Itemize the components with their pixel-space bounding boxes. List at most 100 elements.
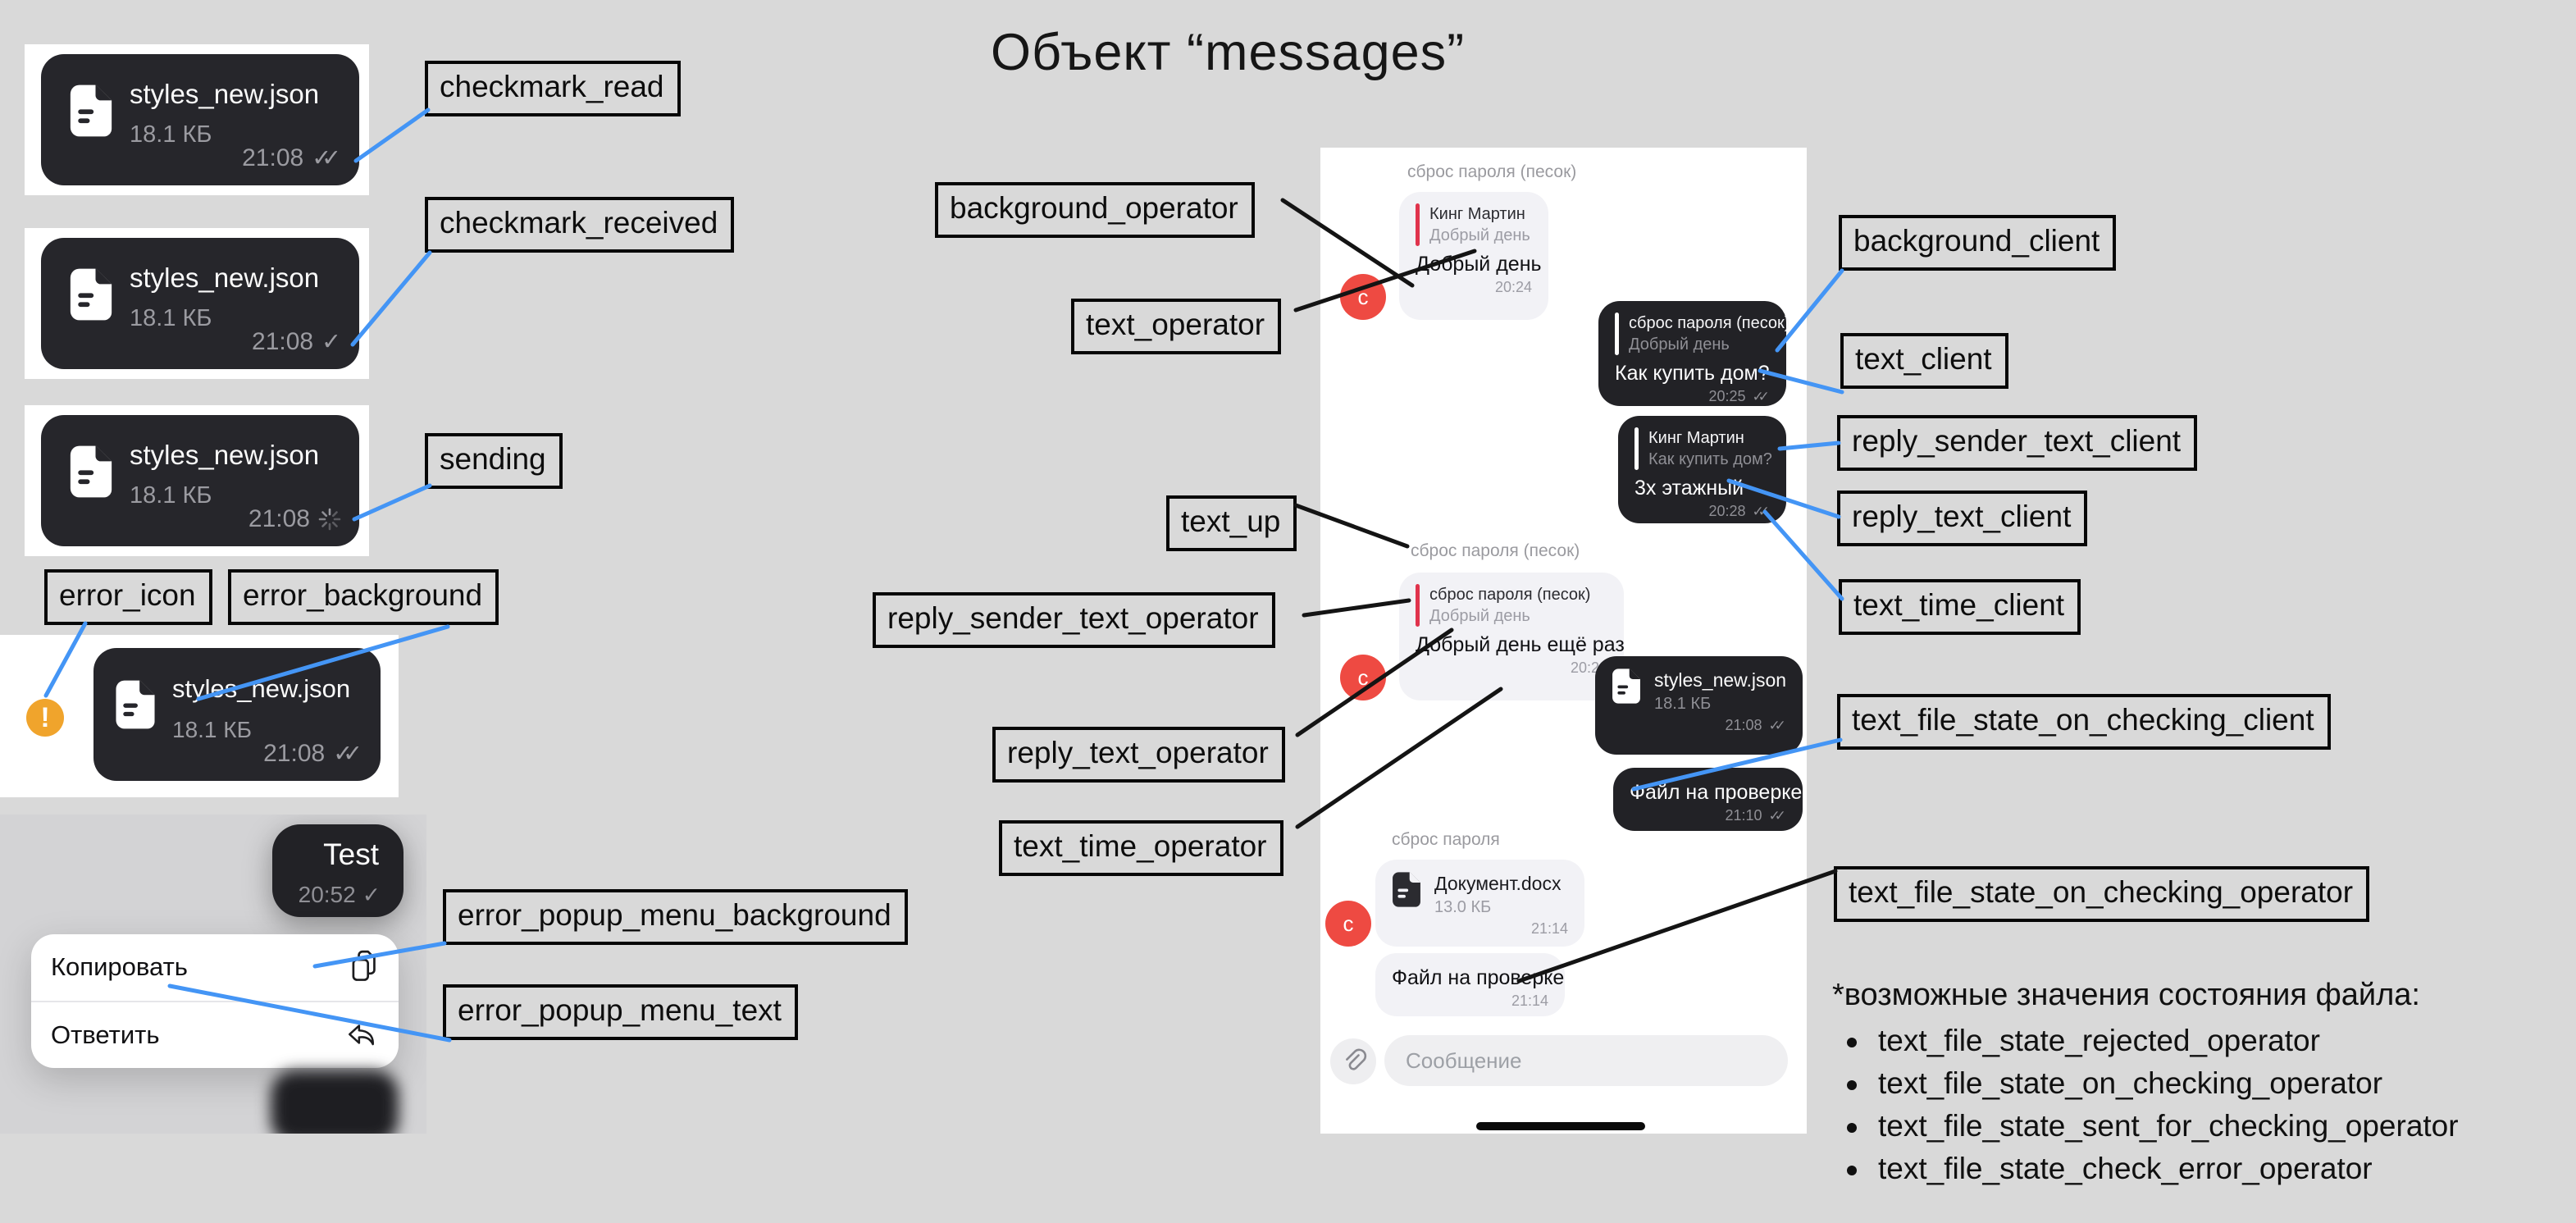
message-text: Добрый день ещё раз [1416,633,1625,656]
reply-sender: сброс пароля (песок) [1629,314,1790,332]
reply-sender: Кинг Мартин [1429,205,1525,223]
note-item: text_file_state_on_checking_operator [1847,1066,2382,1101]
client-file-state-bubble[interactable]: Файл на проверке 21:10 ✓✓ [1613,768,1803,831]
page-title: Объект “messages” [991,24,1466,81]
file-size: 18.1 КБ [130,121,212,148]
menu-item-copy[interactable]: Копировать [31,934,399,1000]
file-name: styles_new.json [130,79,320,109]
checkmark-read-icon: ✓✓ [333,741,362,767]
reply-text: Как купить дом? [1648,450,1772,468]
attach-file-button[interactable] [1330,1038,1376,1084]
bullet-icon [1847,1038,1857,1048]
checkmark-read-icon: ✓✓ [1752,388,1771,404]
message-time: 20:25 [1708,388,1746,404]
message-time: 21:08 [248,505,310,532]
menu-item-label: Ответить [51,1020,160,1049]
file-message-bubble[interactable]: styles_new.json 18.1 КБ 21:08 ✓ [41,238,359,369]
error-popup-panel: Test 20:52 ✓ Копировать Ответить [0,815,426,1134]
file-state-text: Файл на проверке [1392,966,1565,989]
reply-text: Добрый день [1429,226,1530,244]
chat-topic-header: сброс пароля [1392,830,1500,849]
operator-message-bubble[interactable]: сброс пароля (песок) Добрый день Добрый … [1399,573,1625,700]
label-checkmark-received: checkmark_received [425,197,735,253]
error-message-bubble[interactable]: Test 20:52 ✓ [272,824,403,917]
reply-arrow-icon [344,1019,379,1052]
message-time: 21:10 [1725,807,1762,824]
file-size: 18.1 КБ [130,482,212,509]
operator-file-message-bubble[interactable]: Документ.docx 13.0 КБ 21:14 [1375,860,1584,947]
file-message-bubble[interactable]: styles_new.json 18.1 КБ 21:08 ✓✓ [41,54,359,185]
message-time: 21:08 [252,328,314,355]
label-text-time-client: text_time_client [1839,579,2081,635]
note-item: text_file_state_check_error_operator [1847,1152,2373,1186]
reply-accent-bar [1416,203,1420,246]
message-time: 21:14 [1511,993,1548,1009]
message-time: 21:08 [263,740,326,767]
label-reply-text-client: reply_text_client [1837,491,2088,546]
menu-item-label: Копировать [51,952,188,981]
document-icon [69,84,113,138]
reply-text: Добрый день [1429,607,1530,625]
message-input[interactable] [1384,1035,1788,1086]
reply-quote: Кинг Мартин Добрый день [1416,203,1532,246]
file-message-bubble[interactable]: styles_new.json 18.1 КБ 21:08 [41,415,359,546]
reply-accent-bar [1416,584,1420,627]
file-message-example-error: ! styles_new.json 18.1 КБ 21:08 ✓✓ [0,635,399,797]
label-background-operator: background_operator [935,182,1255,238]
file-message-example-sending: styles_new.json 18.1 КБ 21:08 [25,405,369,556]
file-name: Документ.docx [1434,873,1562,894]
home-indicator [1476,1122,1645,1130]
operator-avatar: c [1340,655,1386,700]
reply-accent-bar [1635,427,1639,470]
note-title: *возможные значения состояния файла: [1832,978,2420,1012]
label-error-icon: error_icon [44,569,212,625]
bullet-icon [1847,1166,1857,1176]
sending-spinner-icon [318,508,341,531]
file-name: styles_new.json [130,440,320,470]
message-time: 21:08 [242,144,304,171]
client-message-bubble[interactable]: Кинг Мартин Как купить дом? 3х этажный 2… [1618,416,1786,523]
operator-file-state-bubble[interactable]: Файл на проверке 21:14 [1375,953,1565,1016]
document-icon [115,679,156,730]
bullet-icon [1847,1123,1857,1134]
client-file-message-bubble[interactable]: styles_new.json 18.1 КБ 21:08 ✓✓ [1595,656,1803,755]
menu-item-reply[interactable]: Ответить [31,1002,399,1068]
checkmark-read-icon: ✓✓ [1752,503,1771,519]
label-reply-sender-text-operator: reply_sender_text_operator [873,592,1275,648]
checkmark-read-icon: ✓✓ [312,145,341,171]
operator-message-bubble[interactable]: Кинг Мартин Добрый день Добрый день 20:2… [1399,192,1548,320]
operator-avatar: c [1325,901,1371,947]
bullet-icon [1847,1080,1857,1091]
label-text-file-state-on-checking-client: text_file_state_on_checking_client [1837,694,2331,750]
client-message-bubble[interactable]: сброс пароля (песок) Добрый день Как куп… [1598,301,1790,406]
reply-sender: сброс пароля (песок) [1429,586,1591,604]
file-message-example-received: styles_new.json 18.1 КБ 21:08 ✓ [25,228,369,379]
copy-icon [346,948,379,986]
file-name: styles_new.json [1654,669,1787,691]
message-text: Test [323,837,379,871]
reply-quote: сброс пароля (песок) Добрый день [1615,313,1790,355]
operator-avatar: c [1340,274,1386,320]
note-item: text_file_state_sent_for_checking_operat… [1847,1109,2459,1143]
reply-sender: Кинг Мартин [1648,429,1744,447]
chat-topic-header: сброс пароля (песок) [1411,541,1580,560]
label-error-background: error_background [228,569,499,625]
chat-screen: сброс пароля (песок) c Кинг Мартин Добры… [1320,148,1807,1134]
message-time: 21:14 [1530,920,1568,937]
file-name: styles_new.json [172,674,351,703]
label-reply-sender-text-client: reply_sender_text_client [1837,415,2198,471]
message-time: 20:52 [298,882,356,907]
message-text: 3х этажный [1635,477,1744,500]
label-text-file-state-on-checking-operator: text_file_state_on_checking_operator [1834,866,2370,922]
document-icon [1392,871,1421,908]
file-message-bubble-error[interactable]: styles_new.json 18.1 КБ 21:08 ✓✓ [93,648,381,781]
file-size: 13.0 КБ [1434,898,1492,916]
reply-quote: Кинг Мартин Как купить дом? [1635,427,1772,470]
document-icon [69,445,113,499]
document-icon [1612,668,1641,705]
checkmark-received-icon: ✓ [362,882,381,907]
blurred-message-bubble [271,1070,399,1134]
label-text-client: text_client [1840,333,2008,389]
error-popup-menu: Копировать Ответить [31,934,399,1068]
